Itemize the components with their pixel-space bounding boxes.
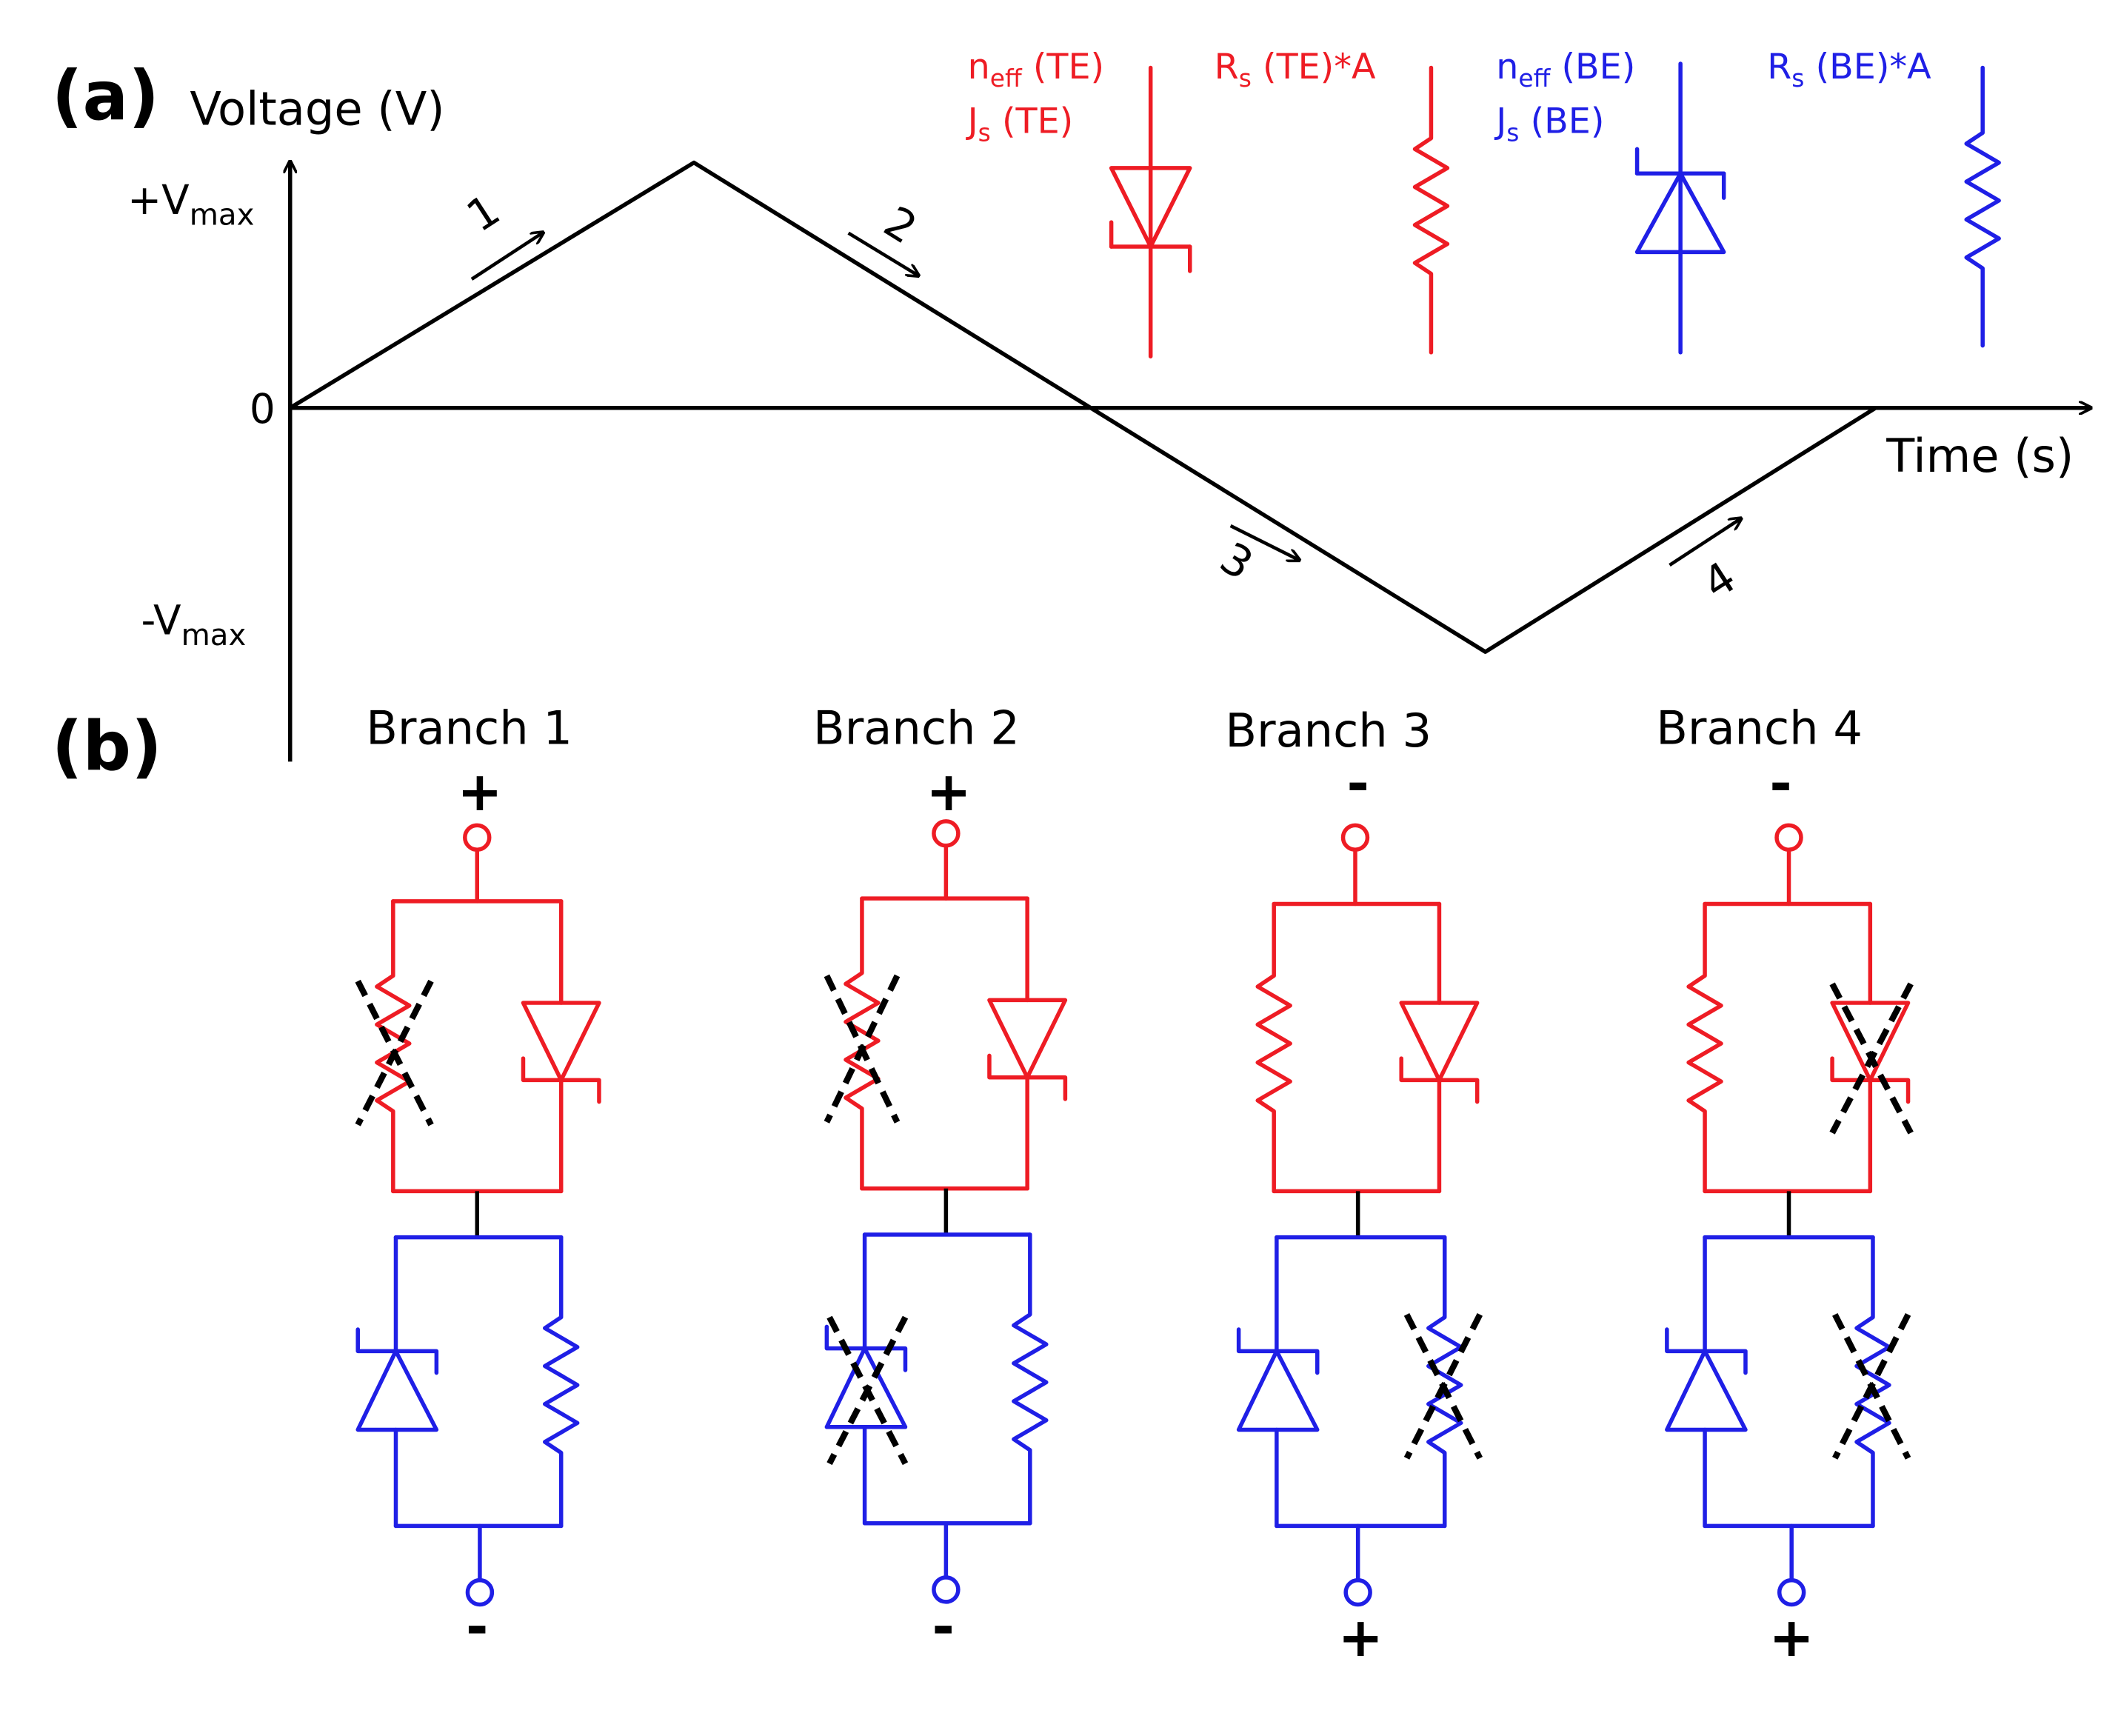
tick-vmin: -Vmax [141,596,246,652]
branch-2-cross-te-resistor [824,974,901,1124]
legend-be-diode-neff: neff (BE) [1496,47,1635,93]
y-axis-label: Voltage (V) [190,81,444,136]
branch-3-top-sign: - [1346,752,1369,815]
branch-3-title: Branch 3 [1225,704,1432,758]
panel-label-a: (a) [52,56,159,136]
legend-be-resistor-symbol [1964,65,2001,348]
branch-1-bottom-sign: - [466,1595,488,1658]
branch-3-cross-be-resistor [1403,1313,1483,1460]
sweep-label-4: 4 [1694,552,1744,609]
legend-te-resistor-symbol [1412,65,1450,355]
branch-1-top-sign: + [457,761,502,824]
sweep-label-3: 3 [1212,533,1262,590]
legend-te-diode-neff: neff (TE) [968,47,1104,93]
branch-4-cross-te-diode [1829,982,1914,1135]
branch-2-cross-be-diode [826,1315,909,1466]
branch-4-cross-be-resistor [1832,1313,1911,1460]
branch-2-title: Branch 2 [813,701,1020,755]
legend-be-res: Rs (BE)*A [1767,47,1931,93]
tick-zero: 0 [250,385,275,433]
legend-be-diode-symbol [1634,61,1726,355]
sweep-arrow-1 [470,233,542,281]
branch-2-top-sign: + [926,761,971,824]
branch-1-title: Branch 1 [366,701,572,755]
branch-4: Branch 4 - [1656,701,1914,1669]
branch-4-title: Branch 4 [1656,701,1863,755]
branch-1: Branch 1 + - [355,701,601,1658]
sweep-arrow-3 [1229,524,1298,560]
branch-4-bottom-sign: + [1769,1606,1814,1669]
sweep-label-1: 1 [458,184,509,241]
branch-3: Branch 3 - + [1225,704,1483,1669]
legend-te-diode-js: Js (TE) [966,101,1074,147]
x-axis-label: Time (s) [1885,429,2074,483]
branch-3-bottom-sign: + [1338,1606,1383,1669]
voltage-waveform [288,160,1878,654]
tick-vmax: +Vmax [127,176,254,233]
sweep-arrow-4 [1669,519,1740,567]
panel-label-b: (b) [52,707,162,786]
branch-1-cross-te-resistor [355,979,434,1126]
legend-te-res: Rs (TE)*A [1215,47,1376,93]
legend-be-diode-js: Js (BE) [1494,101,1604,147]
sweep-label-2: 2 [875,196,926,253]
sweep-arrow-2 [847,231,918,276]
branch-2: Branch 2 + [813,701,1068,1658]
branch-2-bottom-sign: - [932,1595,955,1658]
branch-4-top-sign: - [1769,752,1791,815]
legend-te-diode-symbol [1109,65,1192,358]
